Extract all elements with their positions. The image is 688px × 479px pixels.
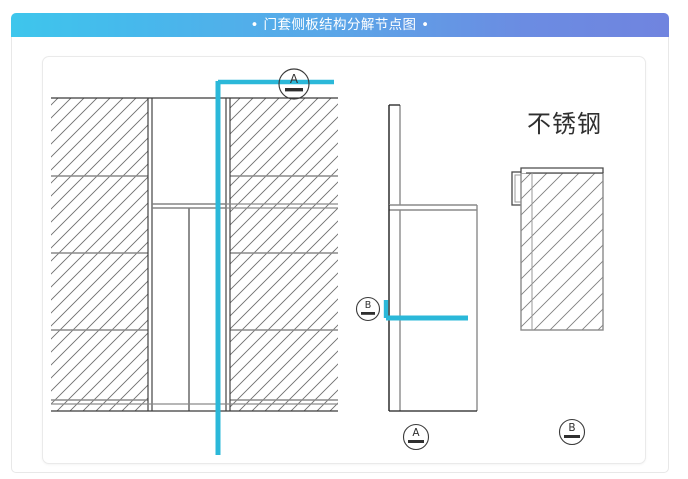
page-title: • 门套侧板结构分解节点图 •: [250, 17, 430, 33]
title-bar: • 门套侧板结构分解节点图 •: [11, 13, 669, 37]
stainless-steel-label: 不锈钢: [527, 110, 602, 138]
